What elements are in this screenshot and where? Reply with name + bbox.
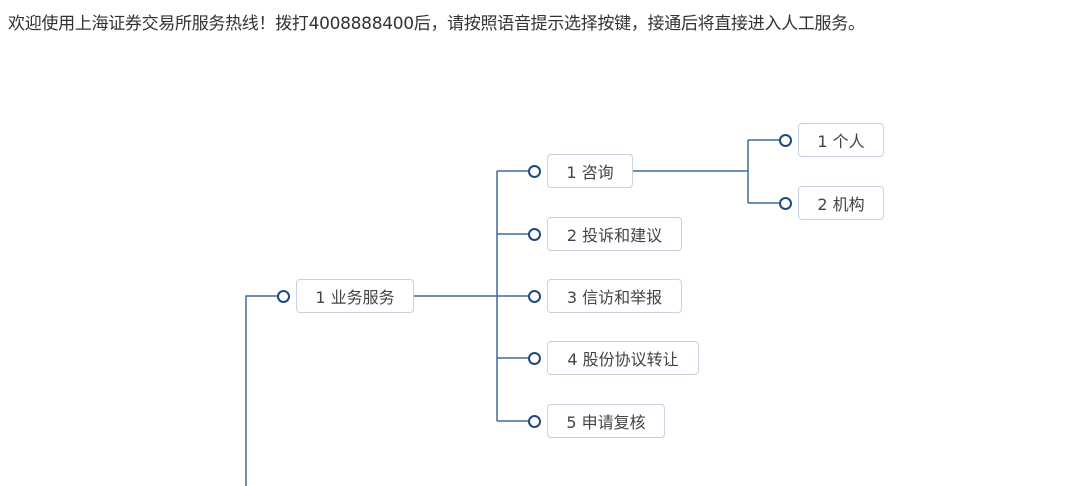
node-dot-institution[interactable] bbox=[779, 197, 792, 210]
connector-root-trunk bbox=[245, 295, 280, 486]
intro-text: 欢迎使用上海证券交易所服务热线！拨打4008888400后，请按照语音提示选择按… bbox=[8, 14, 865, 34]
node-dot-individual[interactable] bbox=[779, 134, 792, 147]
node-dot-complaint[interactable] bbox=[528, 228, 541, 241]
node-share-transfer[interactable]: 4 股份协议转让 bbox=[547, 341, 699, 375]
node-review-request[interactable]: 5 申请复核 bbox=[547, 404, 665, 438]
node-business-service[interactable]: 1 业务服务 bbox=[296, 279, 414, 313]
node-individual[interactable]: 1 个人 bbox=[798, 123, 884, 157]
node-complaint-suggestion[interactable]: 2 投诉和建议 bbox=[547, 217, 682, 251]
node-dot-transfer[interactable] bbox=[528, 352, 541, 365]
node-petition-report[interactable]: 3 信访和举报 bbox=[547, 279, 682, 313]
node-dot-petition[interactable] bbox=[528, 290, 541, 303]
node-dot-review[interactable] bbox=[528, 415, 541, 428]
node-institution[interactable]: 2 机构 bbox=[798, 186, 884, 220]
node-dot-business[interactable] bbox=[277, 290, 290, 303]
node-consult[interactable]: 1 咨询 bbox=[547, 154, 633, 188]
node-dot-consult[interactable] bbox=[528, 165, 541, 178]
